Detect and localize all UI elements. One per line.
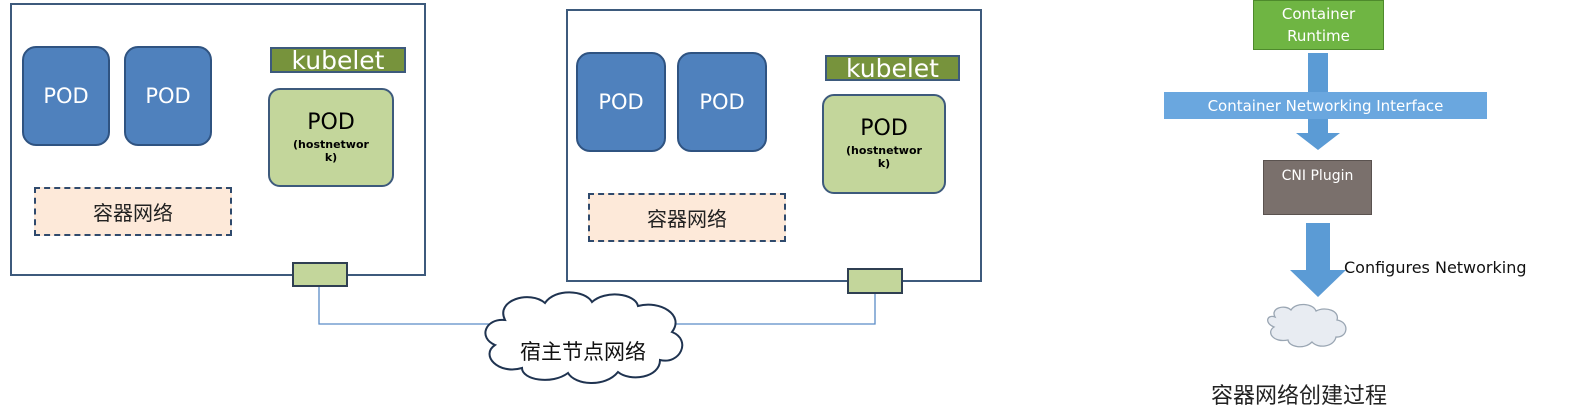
cni-flow-caption: 容器网络创建过程 — [1211, 384, 1388, 409]
hostnetwork-pod: POD (hostnetwork) — [268, 88, 394, 187]
arrow-plugin-to-network — [1290, 223, 1346, 297]
host-link-left — [318, 287, 498, 325]
host-network-label: 宿主节点网络 — [520, 340, 646, 364]
cni-interface-bar: Container Networking Interface — [1164, 92, 1487, 119]
pod-box: POD — [576, 52, 666, 152]
container-network-box: 容器网络 — [588, 193, 786, 242]
container-network-box: 容器网络 — [34, 187, 232, 236]
configures-networking-label: Configures Networking — [1344, 258, 1527, 277]
kubelet-label: kubelet — [825, 55, 960, 81]
hostnetwork-pod-title: POD — [307, 110, 355, 135]
host-network-cloud — [484, 291, 684, 384]
container-runtime-box: Container Runtime — [1253, 0, 1384, 50]
kubelet-label: kubelet — [270, 47, 406, 73]
pod-box: POD — [124, 46, 212, 146]
host-link-right — [675, 294, 876, 325]
hostnetwork-pod-subtitle: (hostnetwork) — [846, 144, 922, 170]
hostnetwork-pod-subtitle: (hostnetwork) — [293, 138, 369, 164]
pod-box: POD — [677, 52, 767, 152]
node-network-port — [292, 262, 348, 287]
node-network-port — [847, 268, 903, 294]
arrow-interface-to-plugin — [1296, 118, 1340, 150]
cni-plugin-box: CNI Plugin — [1263, 160, 1372, 215]
pod-box: POD — [22, 46, 110, 146]
hostnetwork-pod-title: POD — [860, 116, 908, 141]
hostnetwork-pod: POD (hostnetwork) — [822, 94, 946, 194]
network-cloud-small — [1267, 303, 1347, 348]
